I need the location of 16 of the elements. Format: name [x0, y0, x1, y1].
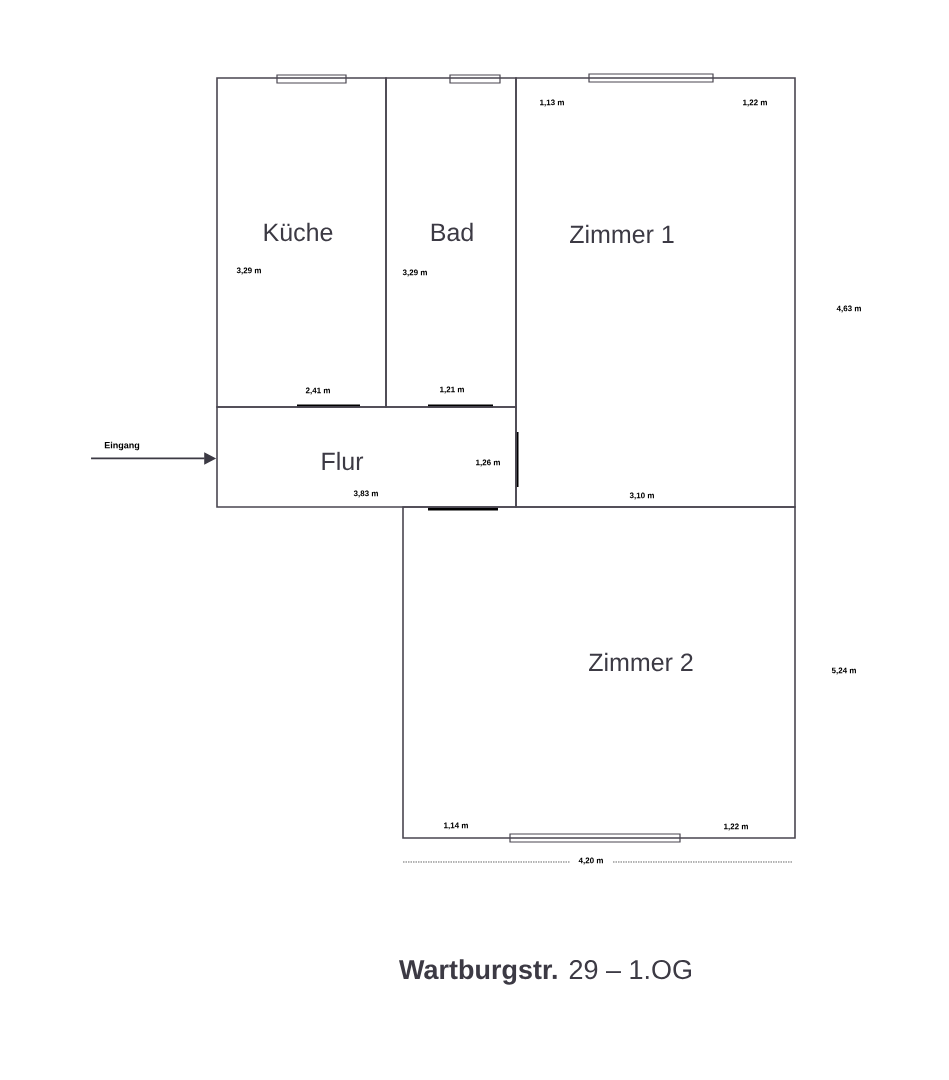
dimension-label: 4,63 m [835, 304, 863, 314]
dimension-label: 3,10 m [628, 491, 656, 501]
dimension-label: 3,83 m [352, 489, 380, 499]
entrance-label: Eingang [104, 441, 140, 451]
dimension-label: 1,22 m [722, 822, 750, 832]
dimension-label: 1,26 m [474, 458, 502, 468]
dimension-label: 1,21 m [438, 385, 466, 395]
dimension-label: 3,29 m [401, 268, 429, 278]
dimension-label: 1,14 m [442, 821, 470, 831]
dimension-label: 2,41 m [304, 386, 332, 396]
dimension-label: 1,22 m [741, 98, 769, 108]
title: Wartburgstr. 29 – 1.OG [399, 959, 691, 985]
dimension-label: 3,29 m [235, 266, 263, 276]
dimension-label: 5,24 m [830, 666, 858, 676]
dimension-label: 1,13 m [538, 98, 566, 108]
dimension-label: 4,20 m [577, 856, 605, 866]
